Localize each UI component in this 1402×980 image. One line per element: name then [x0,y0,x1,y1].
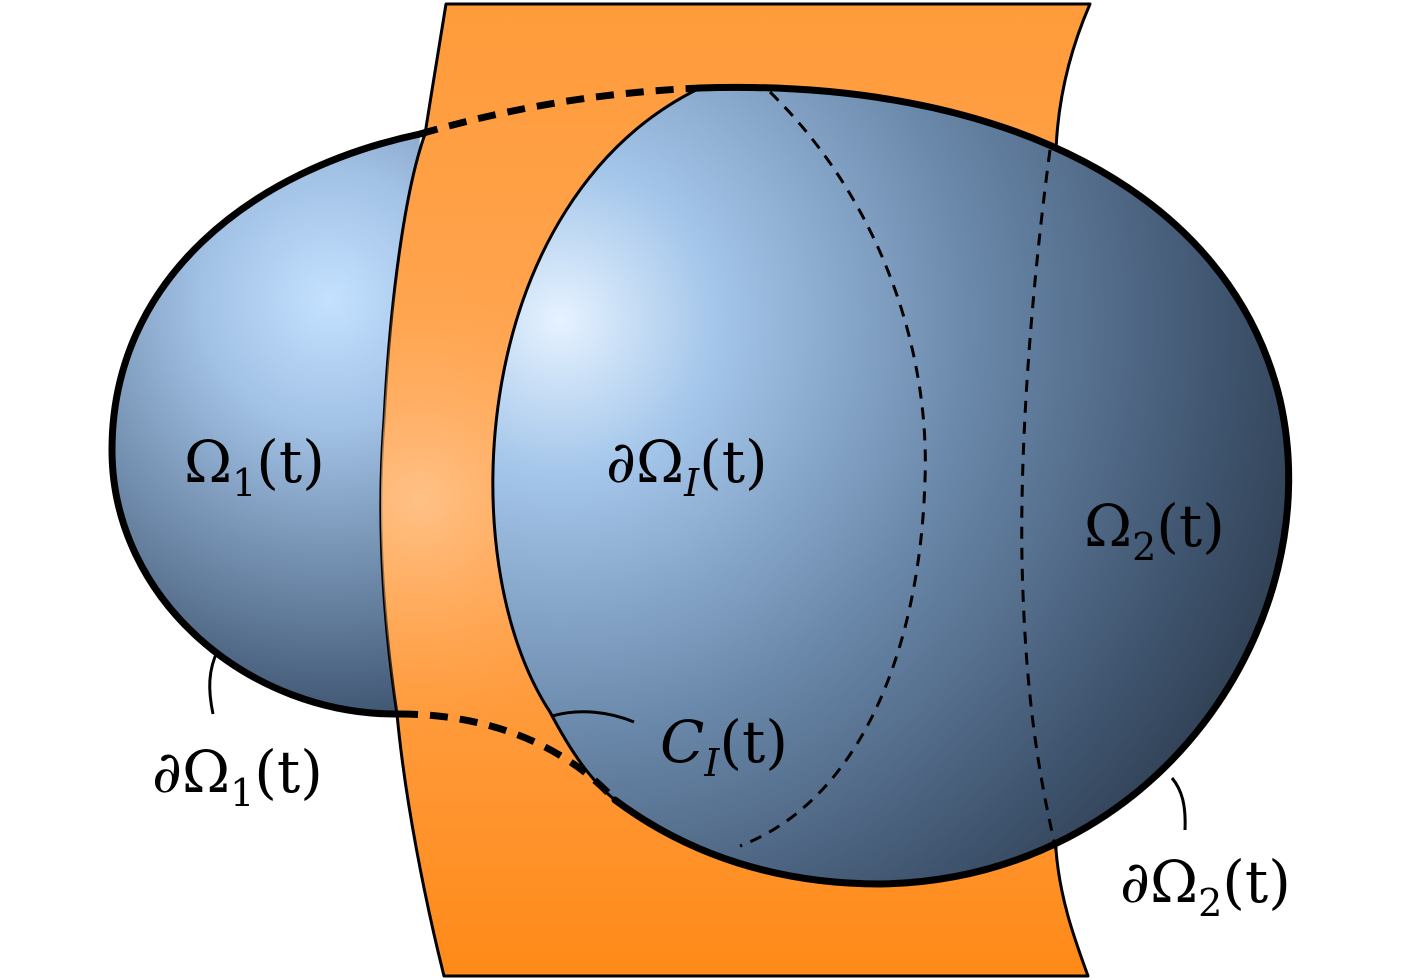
label-omega2: Ω2(t) [1084,492,1225,569]
label-domegaI: ∂ΩI(t) [606,428,768,505]
domain-omega2 [492,87,1289,884]
contact-line-curve [491,86,701,802]
boundary-domega1-dashed-top [419,84,701,138]
leader-cI [551,710,635,724]
label-omega1: Ω1(t) [184,428,325,505]
hidden-interface-edge-inner [739,90,927,848]
boundary-domega2 [611,83,1293,888]
label-domega1: ∂Ω1(t) [152,738,323,815]
label-domega2: ∂Ω2(t) [1120,848,1291,925]
label-cI: CI(t) [660,708,788,785]
boundary-domega1 [108,130,424,718]
leader-domega1 [208,649,220,715]
domain-omega1 [112,134,420,715]
leader-domega2 [1170,777,1187,831]
hidden-interface-edge-outer [1020,149,1058,851]
